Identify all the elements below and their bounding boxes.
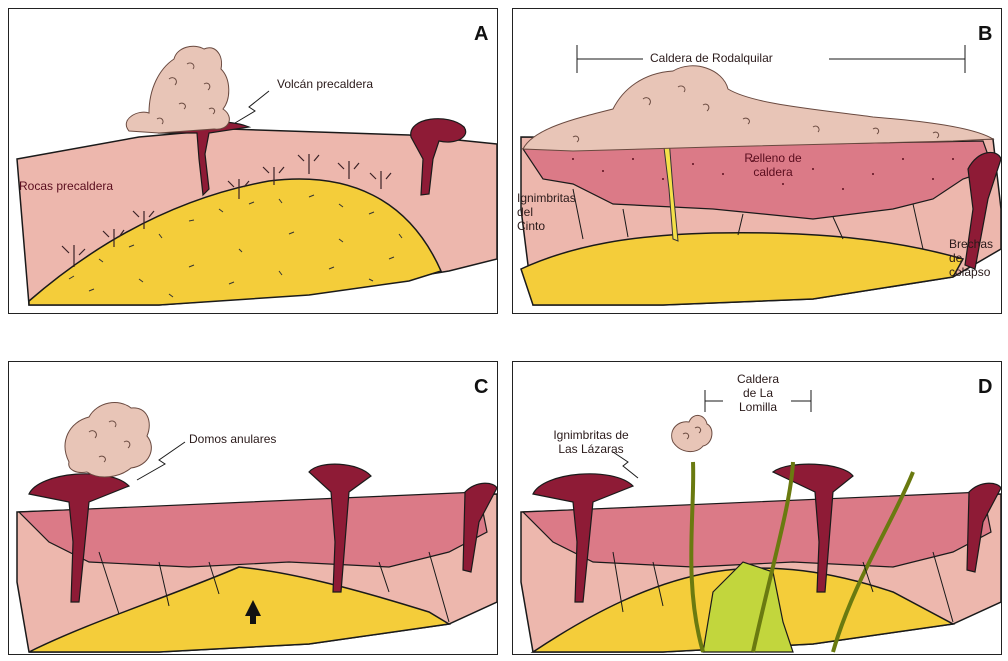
panel-a-cross-section <box>9 9 498 314</box>
label-precaldera-rocks: Rocas precaldera <box>19 179 113 193</box>
panel-c-cross-section <box>9 362 498 655</box>
panel-letter: D <box>978 376 992 399</box>
label-ring-domes: Domos anulares <box>189 432 276 446</box>
panel-a: A Volcán precaldera Rocas precaldera <box>8 8 498 314</box>
panel-letter: B <box>978 23 992 46</box>
label-caldera-rodalquilar: Caldera de Rodalquilar <box>650 51 773 65</box>
panel-letter: C <box>474 376 488 399</box>
ash-cloud-icon <box>672 415 712 451</box>
ash-cloud-icon <box>126 46 229 133</box>
ash-cloud-icon <box>523 66 993 151</box>
volcano-leader-line <box>235 91 269 123</box>
label-precaldera-volcano: Volcán precaldera <box>277 77 373 91</box>
panel-letter: A <box>474 23 488 46</box>
ash-cloud-icon <box>65 402 151 476</box>
panel-c: C Domos anulares <box>8 361 498 655</box>
